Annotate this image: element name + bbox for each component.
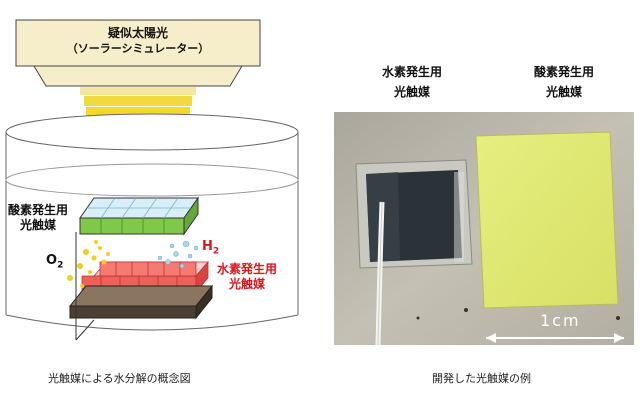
scale-label: 1cm (540, 311, 581, 330)
hydrogen-sample (355, 159, 473, 269)
oxygen-photocatalyst-plate (79, 196, 199, 236)
hydrogen-bubbles (157, 240, 199, 269)
photocatalyst-photo (334, 112, 634, 345)
o2-symbol: O (46, 253, 58, 268)
h2-symbol: H (202, 239, 213, 254)
photo-caption: 開発した光触媒の例 (432, 372, 531, 385)
photo-hydrogen-label-line2: 光触媒 (393, 85, 430, 99)
h2-label: H2 (202, 239, 219, 257)
solar-simulator-lamp (15, 19, 261, 87)
oxygen-catalyst-label: 酸素発生用 光触媒 (0, 203, 76, 233)
connecting-wire (75, 232, 95, 341)
oxygen-bubbles (67, 240, 110, 288)
scale-arrow (486, 333, 624, 343)
oxygen-catalyst-label-line2: 光触媒 (19, 218, 56, 232)
o2-subscript: 2 (57, 260, 64, 271)
photo-oxygen-label-line1: 酸素発生用 (533, 65, 594, 79)
oxygen-catalyst-label-line1: 酸素発生用 (7, 203, 68, 217)
oxygen-sample (475, 131, 619, 309)
water-splitting-diagram (5, 19, 299, 341)
specks (416, 308, 620, 320)
diagram-caption: 光触媒による水分解の概念図 (48, 372, 191, 385)
photo-hydrogen-label-line1: 水素発生用 (381, 65, 442, 79)
o2-label: O2 (46, 253, 63, 271)
photo-oxygen-label: 酸素発生用 光触媒 (516, 62, 612, 102)
h2-subscript: 2 (212, 246, 220, 257)
photo-drawing (334, 112, 634, 345)
hydrogen-catalyst-label-line2: 光触媒 (228, 277, 265, 291)
hydrogen-catalyst-label: 水素発生用 光触媒 (204, 262, 290, 292)
lamp-label-line1: 疑似太陽光 (107, 26, 168, 40)
substrate-plate (68, 284, 214, 320)
photo-oxygen-label-line2: 光触媒 (545, 85, 582, 99)
hydrogen-catalyst-label-line1: 水素発生用 (216, 262, 277, 276)
lamp-label-line2: （ソーラーシミュレーター） (66, 42, 210, 55)
photo-hydrogen-label: 水素発生用 光触媒 (364, 62, 460, 102)
lamp-label: 疑似太陽光 （ソーラーシミュレーター） (16, 26, 260, 56)
water-vessel (5, 113, 299, 331)
